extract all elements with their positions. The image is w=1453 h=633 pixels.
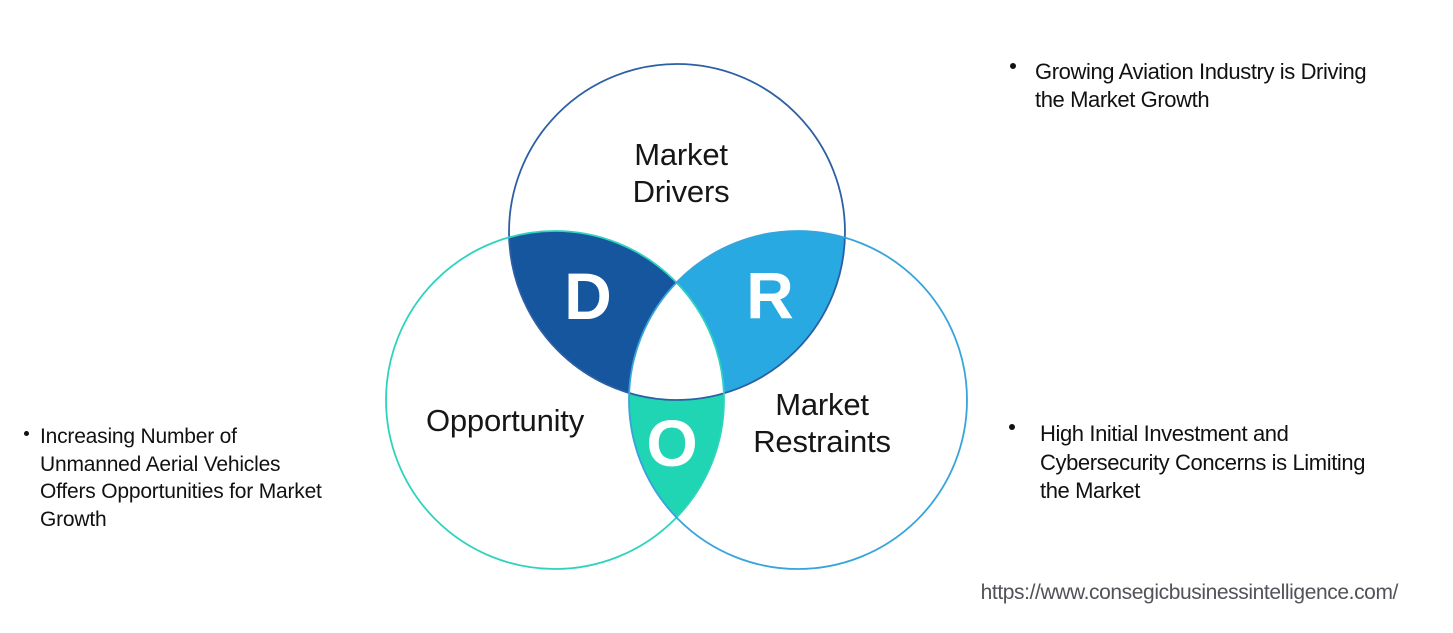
source-url: https://www.consegicbusinessintelligence… [980, 581, 1399, 604]
drivers-opportunity-overlap [509, 231, 724, 400]
restraints-letter: R [746, 258, 794, 332]
restraints-annotation-text: High Initial Investment and Cybersecurit… [1040, 421, 1366, 503]
drivers-annotation: Growing Aviation Industry is Driving the… [1010, 58, 1367, 114]
drivers-circle [508, 63, 846, 401]
restraints-annotation: High Initial Investment and Cybersecurit… [1009, 420, 1365, 506]
drivers-restraints-overlap [629, 231, 845, 400]
drivers-annotation-text: Growing Aviation Industry is Driving the… [1035, 59, 1367, 112]
restraints-circle [628, 230, 968, 570]
drivers-letter: D [564, 259, 612, 333]
bullet-icon [1009, 424, 1015, 430]
restraints-circle-label: Market Restraints [753, 387, 891, 459]
opportunity-annotation: Increasing Number of Unmanned Aerial Veh… [24, 423, 322, 533]
drivers-circle-label: Market Drivers [632, 137, 730, 209]
opportunity-circle-label: Opportunity [425, 403, 585, 438]
opportunity-annotation-text: Increasing Number of Unmanned Aerial Veh… [40, 425, 322, 531]
opportunity-letter: O [646, 406, 698, 480]
opportunity-circle [385, 230, 725, 570]
bullet-icon [24, 431, 29, 436]
bullet-icon [1010, 63, 1016, 69]
